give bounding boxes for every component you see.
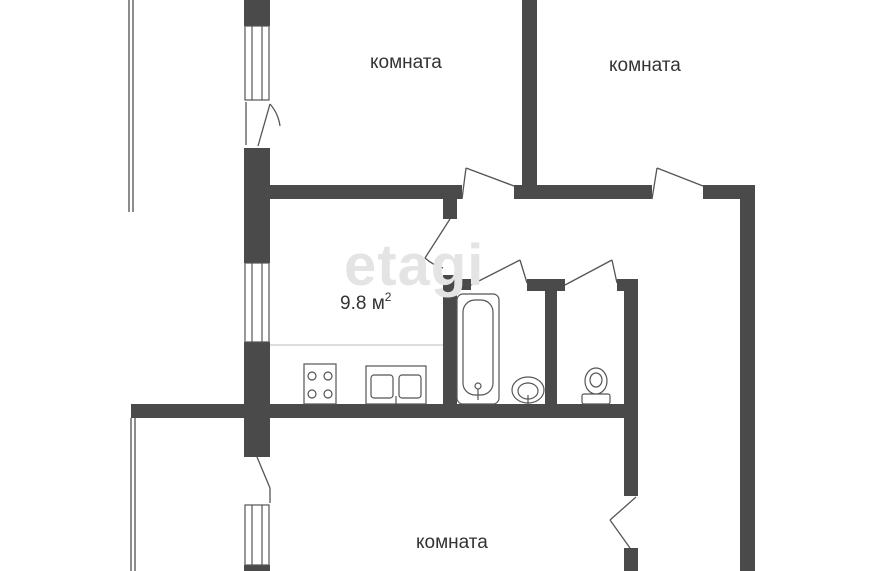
- bathtub-icon: [456, 293, 500, 405]
- doors: [245, 102, 704, 549]
- room-label-top-left: комната: [370, 52, 442, 73]
- toilet-icon: [581, 367, 611, 405]
- washbasin-icon: [511, 376, 545, 404]
- watermark: etagi: [344, 233, 485, 298]
- room-label-bottom: комната: [416, 532, 488, 553]
- balcony-outline: [128, 0, 136, 571]
- windows: [244, 25, 270, 566]
- kitchen-area-label: 9.8 м2: [340, 290, 391, 315]
- kitchen-area-value: 9.8 м: [340, 293, 385, 314]
- kitchen-area-unit-sup: 2: [384, 290, 392, 304]
- kitchen-sink-icon: [365, 365, 427, 405]
- stove-icon: [303, 363, 337, 405]
- room-label-top-right: комната: [609, 55, 681, 76]
- walls: [131, 0, 755, 571]
